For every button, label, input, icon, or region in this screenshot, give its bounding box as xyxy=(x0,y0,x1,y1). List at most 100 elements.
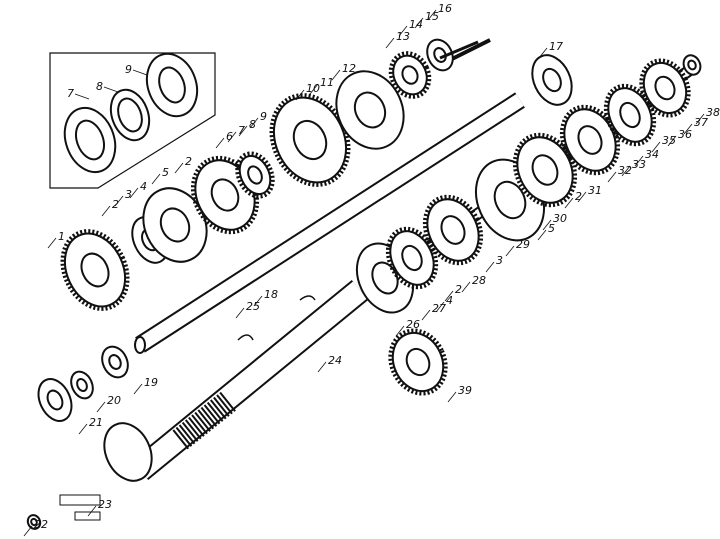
leader-line xyxy=(96,401,106,413)
callout-6: 6 xyxy=(226,130,233,143)
callout-4: 4 xyxy=(446,294,453,307)
leader-line xyxy=(215,137,225,149)
leader-line xyxy=(505,245,515,257)
callout-32: 32 xyxy=(618,164,632,177)
gear-14 xyxy=(26,514,42,530)
inset-callout-7: 7 xyxy=(67,87,74,100)
callout-13: 13 xyxy=(396,30,410,43)
callout-24: 24 xyxy=(328,354,342,367)
leader-line xyxy=(74,93,90,100)
callout-17: 17 xyxy=(549,40,563,53)
callout-8: 8 xyxy=(249,118,256,131)
callout-4: 4 xyxy=(140,180,147,193)
bolt-16 xyxy=(439,40,479,60)
gear-12 xyxy=(70,370,94,400)
woodruff-keys-25 xyxy=(237,295,316,341)
leader-line xyxy=(295,89,305,101)
leader-line xyxy=(249,117,259,129)
leader-line xyxy=(414,17,424,29)
callout-7: 7 xyxy=(238,124,245,137)
gear-9 xyxy=(531,54,573,106)
leader-line xyxy=(317,361,327,373)
callout-11: 11 xyxy=(320,76,334,89)
callout-26: 26 xyxy=(406,318,420,331)
leader-line xyxy=(577,191,587,203)
leader-line xyxy=(78,423,88,435)
callout-19: 19 xyxy=(144,376,158,389)
leader-line xyxy=(129,187,139,199)
leader-line xyxy=(695,113,705,125)
callout-39: 39 xyxy=(458,384,472,397)
callout-37: 37 xyxy=(694,116,708,129)
leader-line xyxy=(253,295,263,307)
leader-line xyxy=(447,391,457,403)
callout-1: 1 xyxy=(58,230,65,243)
callout-30: 30 xyxy=(553,212,567,225)
leader-line xyxy=(114,195,124,207)
callout-2: 2 xyxy=(575,190,582,203)
gear-7 xyxy=(388,51,432,99)
main-shaft-18 xyxy=(134,92,525,354)
inset-callout-8: 8 xyxy=(96,80,103,93)
output-shaft-24 xyxy=(103,279,369,482)
callout-2: 2 xyxy=(185,155,192,168)
inset-box xyxy=(49,52,216,189)
callout-5: 5 xyxy=(548,222,555,235)
leader-line xyxy=(607,171,617,183)
gear-5 xyxy=(269,93,351,187)
keys-23 xyxy=(59,494,101,521)
leader-line xyxy=(309,83,319,95)
gear-19 xyxy=(512,132,578,208)
leader-line xyxy=(23,525,33,537)
callout-16: 16 xyxy=(438,2,452,15)
gear-24 xyxy=(388,328,448,396)
leader-line xyxy=(651,141,661,153)
callout-33: 33 xyxy=(632,158,646,171)
leader-line xyxy=(537,229,547,241)
callout-35: 35 xyxy=(662,134,676,147)
gear-11 xyxy=(101,345,129,379)
callout-5: 5 xyxy=(162,166,169,179)
callout-21: 21 xyxy=(89,416,103,429)
callout-18: 18 xyxy=(264,288,278,301)
gear-23 xyxy=(682,54,702,76)
drive-pinion xyxy=(103,422,153,482)
inset-callout-9: 9 xyxy=(125,63,132,76)
leader-line xyxy=(621,165,631,177)
callout-2: 2 xyxy=(455,283,462,296)
callout-12: 12 xyxy=(342,62,356,75)
leader-line xyxy=(395,325,405,337)
gear-22 xyxy=(639,58,691,118)
leader-line xyxy=(385,37,395,49)
leader-line xyxy=(398,25,408,37)
leader-line xyxy=(103,86,119,93)
callout-10: 10 xyxy=(306,82,320,95)
callout-31: 31 xyxy=(588,184,602,197)
leader-line xyxy=(435,301,445,313)
leader-line xyxy=(444,290,454,302)
callout-22: 22 xyxy=(34,518,48,531)
callout-34: 34 xyxy=(645,148,659,161)
callout-3: 3 xyxy=(496,254,503,267)
callout-2: 2 xyxy=(112,198,119,211)
leader-line xyxy=(101,205,111,217)
leader-line xyxy=(132,69,148,76)
gear-13 xyxy=(37,378,73,422)
callout-36: 36 xyxy=(678,128,692,141)
leader-line xyxy=(133,383,143,395)
callout-23: 23 xyxy=(98,498,112,511)
leader-line xyxy=(683,123,693,135)
callout-14: 14 xyxy=(409,18,423,31)
callout-27: 27 xyxy=(432,302,446,315)
gear-8 xyxy=(426,38,454,72)
callout-20: 20 xyxy=(107,394,121,407)
callout-28: 28 xyxy=(472,274,486,287)
leader-line xyxy=(238,125,248,137)
leader-line xyxy=(634,155,644,167)
leader-line xyxy=(667,135,677,147)
callout-38: 38 xyxy=(706,106,720,119)
leader-line xyxy=(235,307,245,319)
gear-4 xyxy=(235,151,275,199)
leader-line xyxy=(151,173,161,185)
